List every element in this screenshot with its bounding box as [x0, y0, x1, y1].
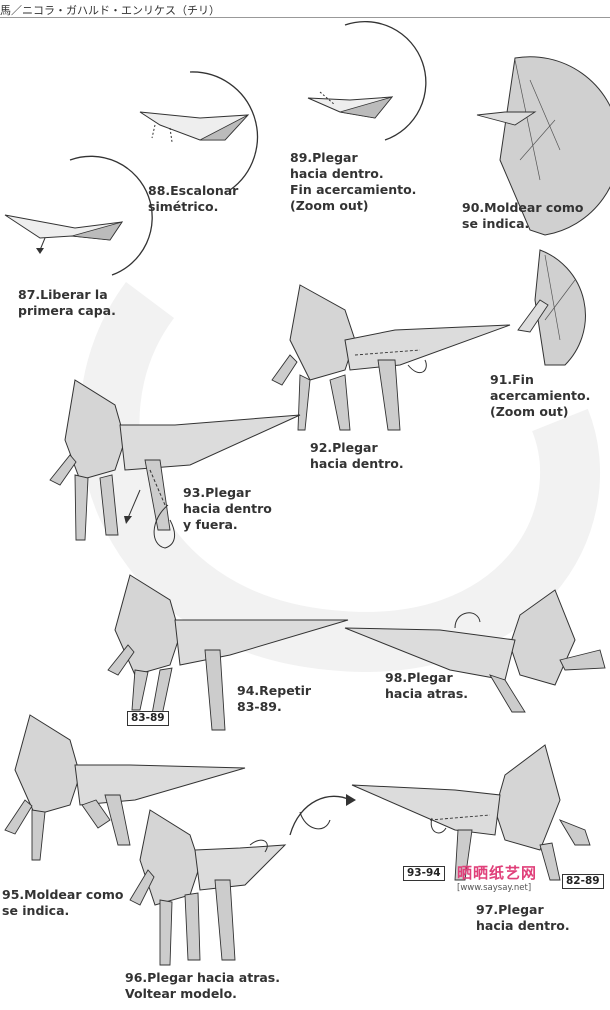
- step-95-caption: 95.Moldear como se indica.: [2, 887, 124, 918]
- step-90-figure: [476, 56, 610, 236]
- step-92-figure: [271, 284, 511, 431]
- step-92-caption: 92.Plegar hacia dentro.: [310, 440, 404, 471]
- step-97-figure: [351, 744, 591, 881]
- step-97-caption: 97.Plegar hacia dentro.: [476, 902, 570, 933]
- step-87-figure: [4, 155, 153, 276]
- page-header: 馬／ニコラ・ガハルド・エンリケス（チリ）: [0, 4, 220, 17]
- step-95-figure: [4, 714, 246, 861]
- watermark-url: [www.saysay.net]: [457, 883, 532, 893]
- header-divider: [0, 17, 610, 18]
- step-88-figure: [139, 71, 259, 191]
- flip-arrow: [289, 794, 356, 836]
- ref-box-step97-right: 82-89: [562, 874, 604, 889]
- step-89-figure: [307, 20, 427, 141]
- step-93-caption: 93.Plegar hacia dentro y fuera.: [183, 485, 272, 532]
- watermark-brand: 晒晒纸艺网: [457, 864, 538, 882]
- step-91-figure: [517, 249, 586, 366]
- step-96-figure: [129, 809, 287, 966]
- step-94-caption: 94.Repetir 83-89.: [237, 683, 312, 714]
- step-91-caption: 91.Fin acercamiento. (Zoom out): [490, 372, 591, 419]
- ref-box-step97-left: 93-94: [403, 866, 445, 881]
- step-89-caption: 89.Plegar hacia dentro. Fin acercamiento…: [290, 150, 417, 213]
- step-88-caption: 88.Escalonar simétrico.: [148, 183, 239, 214]
- step-93-figure: [49, 379, 301, 549]
- step-87-caption: 87.Liberar la primera capa.: [18, 287, 116, 318]
- step-98-caption: 98.Plegar hacia atras.: [385, 670, 469, 701]
- step-90-caption: 90.Moldear como se indica.: [462, 200, 584, 231]
- step-98-figure: [344, 589, 606, 713]
- step-94-figure: [107, 574, 349, 731]
- ref-box-step94: 83-89: [127, 711, 169, 726]
- step-96-caption: 96.Plegar hacia atras. Voltear modelo.: [125, 970, 280, 1001]
